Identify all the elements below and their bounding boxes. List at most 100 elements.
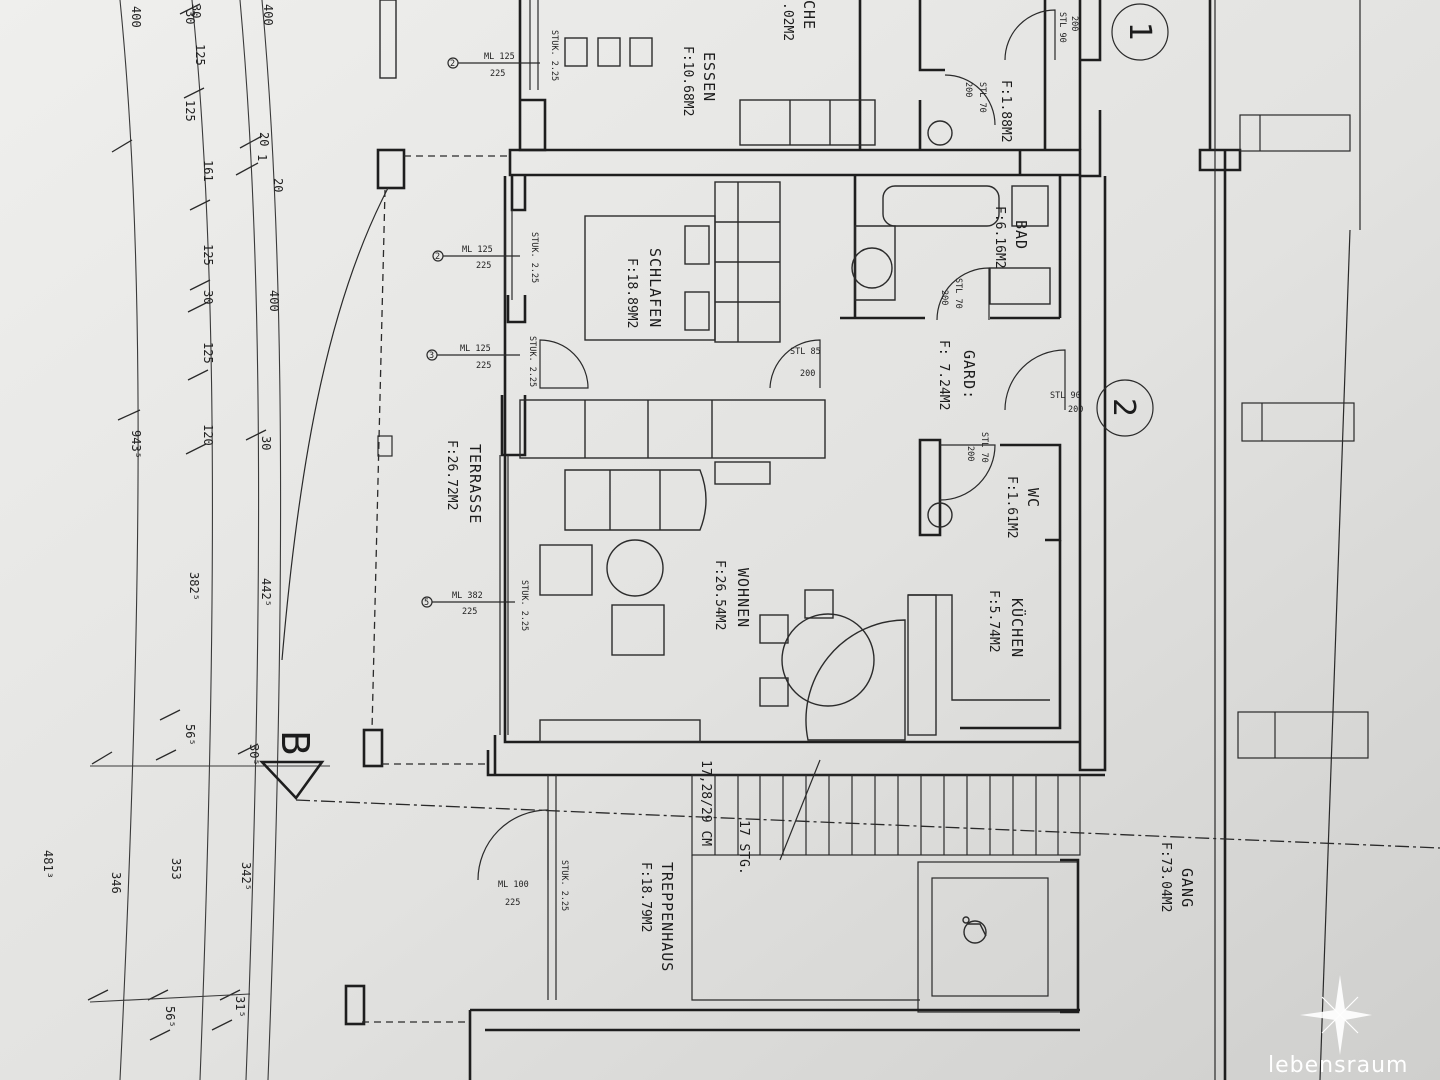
dim-c3-2: 353 (169, 858, 183, 880)
dim-c4-4: 400 (267, 290, 281, 312)
dim-c4-0: 400 (261, 4, 275, 26)
unit-marker-2-label: 2 (1106, 398, 1141, 417)
room-wohnen: WOHNEN (734, 568, 752, 628)
wheelchair-icon (962, 916, 987, 944)
window-3-bot: 225 (476, 361, 491, 371)
room-essen: ESSEN (700, 52, 718, 102)
sofa (564, 469, 707, 531)
watermark-text: lebensraum (1268, 1053, 1408, 1078)
room-wc-top-area: F:1.88M2 (998, 80, 1013, 143)
dim-c2-2: 161 (201, 160, 215, 182)
spiral-stair (805, 619, 906, 741)
door-label-5-top: STL 90 (1050, 391, 1081, 401)
window-5-stuk: STUK. 2.25 (559, 860, 569, 911)
dim-c2-1: 125 (193, 44, 207, 66)
coffee-table (606, 539, 664, 597)
door-label-4-top: STL 85 (790, 347, 821, 357)
room-wc-area: F:1.61M2 (1004, 476, 1019, 539)
wall-unit (519, 399, 826, 459)
room-wc: WC (1024, 488, 1042, 508)
door-label-7-top: ML 100 (498, 880, 529, 890)
dim-c2-0: 30 (189, 4, 203, 18)
room-gard: GARD: (960, 350, 978, 400)
room-kuchen: KÜCHEN (1008, 598, 1027, 658)
dim-c2-10: 56⁵ (163, 1006, 177, 1028)
dim-c3-0: 125 (183, 100, 197, 122)
dim-c4-1: 20 (257, 132, 271, 146)
bathtub (882, 185, 1000, 227)
section-label: B (273, 730, 317, 756)
dimension-labels: 400 943⁵ 481³ 30 125 161 125 30 125 120 … (41, 4, 285, 1028)
window-3-stuk: STUK. 2.25 (527, 336, 537, 387)
dim-c2-7: 382⁵ (187, 572, 201, 601)
room-treppenhaus: TREPPENHAUS (658, 862, 676, 972)
unit-marker-2 (1096, 379, 1154, 437)
terrace (281, 148, 510, 1026)
window-4-bot: 225 (462, 607, 477, 617)
dim-c2-3: 125 (201, 244, 215, 266)
staircase (468, 759, 1081, 1080)
toilet (927, 502, 953, 528)
door-label-2-top: STL 70 (977, 82, 987, 113)
window-1-bot: 225 (490, 69, 505, 79)
room-schlafen-area: F:18.89M2 (624, 258, 639, 328)
window-4-stuk: STUK. 2.25 (519, 580, 529, 631)
window-1-stuk: STUK. 2.25 (549, 30, 559, 81)
window-2-bot: 225 (476, 261, 491, 271)
room-terrasse-area: F:26.72M2 (444, 440, 459, 510)
toilet (851, 247, 893, 289)
dim-c2-4: 30 (201, 290, 215, 304)
unit-markers: 1 2 (1096, 3, 1169, 437)
window-2-num: 2 (435, 252, 440, 262)
room-treppenhaus-area: F:18.79M2 (638, 862, 653, 932)
dim-c4-9: 31⁵ (233, 996, 247, 1018)
room-kitchen-top: CHE (800, 0, 818, 30)
room-labels: CHE .02M2 ESSEN F:10.68M2 F:1.88M2 SCHLA… (444, 0, 1196, 972)
unit-marker-1-label: 1 (1122, 22, 1157, 41)
door-label-7-bot: 225 (505, 898, 520, 908)
room-schlafen: SCHLAFEN (646, 248, 664, 328)
dimension-lines (87, 0, 330, 1080)
door-label-6-bot: 200 (965, 446, 975, 461)
window-1-num: 2 (450, 59, 455, 69)
window-1-top: ML 125 (484, 52, 515, 62)
toilet (927, 120, 953, 146)
room-gang-area: F:73.04M2 (1158, 842, 1173, 912)
room-kuchen-area: F:5.74M2 (986, 590, 1001, 653)
room-wohnen-area: F:26.54M2 (712, 560, 727, 630)
room-essen-area: F:10.68M2 (680, 46, 695, 116)
window-3-num: 3 (429, 351, 434, 361)
door-annotations: STL 90 200 STL 70 200 STL 70 200 STL 85 … (498, 12, 1083, 908)
section-marker: B (258, 730, 1440, 849)
dim-c2-8: 56⁵ (183, 724, 197, 746)
sparkle-logo-icon (1300, 975, 1372, 1055)
furniture (379, 0, 1051, 743)
dim-c3-1: 30 (183, 10, 197, 24)
room-kitchen-top-area: .02M2 (780, 2, 795, 41)
door-label-3-top: STL 70 (953, 278, 963, 309)
room-gard-area: F: 7.24M2 (936, 340, 951, 410)
watermark: lebensraum (1268, 975, 1408, 1078)
unit-marker-1 (1111, 3, 1169, 61)
dim-c4-5: 30 (259, 436, 273, 450)
dim-c1-1: 943⁵ (129, 430, 143, 459)
dim-c2-5: 125 (201, 342, 215, 364)
stairs-count: 17 STG. (736, 820, 751, 875)
room-gang: GANG (1178, 868, 1196, 908)
room-bad: BAD (1012, 220, 1030, 250)
dim-c4-6: 442⁵ (259, 578, 273, 607)
door-label-5-bot: 200 (1068, 405, 1083, 415)
door-label-1-bot: 200 (1069, 16, 1079, 31)
door-label-2-bot: 200 (963, 82, 973, 97)
dim-c4-7: 30⁵ (247, 744, 261, 766)
window-4-top: ML 382 (452, 591, 483, 601)
room-terrasse: TERRASSE (466, 444, 484, 524)
dim-c4-2: 1 (255, 154, 269, 161)
corridor-elements (1214, 0, 1369, 1080)
dim-c1-0: 400 (129, 6, 143, 28)
armchair (539, 544, 593, 596)
dim-c1-2: 481³ (41, 850, 55, 879)
stair-labels: 17,28/29 CM 17 STG. (698, 760, 751, 875)
dim-c2-9: 346 (109, 872, 123, 894)
